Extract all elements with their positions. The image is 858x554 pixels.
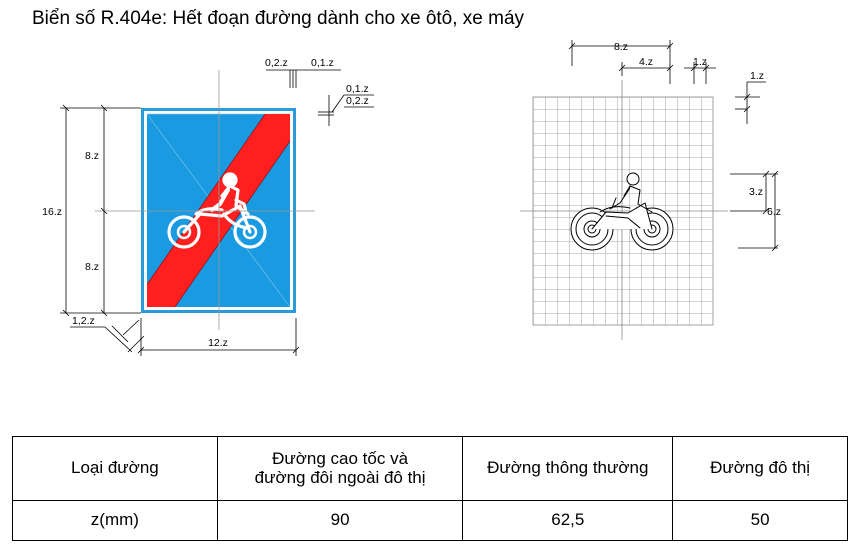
dim-grid-top-mid: 4.z <box>639 56 653 68</box>
dim-height-total: 16.z <box>42 206 62 218</box>
dim-grid-right-small: 1.z <box>750 70 764 82</box>
table-row: z(mm) 90 62,5 50 <box>12 500 848 541</box>
dim-height-lower: 8.z <box>85 261 99 273</box>
dim-gap: 0,1.z <box>311 57 334 69</box>
size-table: Loại đường Đường cao tốc và đường đôi ng… <box>12 436 848 541</box>
row-cell-normal-road: 62,5 <box>462 500 674 541</box>
page-title: Biển số R.404e: Hết đoạn đường dành cho … <box>32 8 525 29</box>
motorcycle-outline-icon <box>570 172 674 251</box>
row-cell-highway: 90 <box>216 500 464 541</box>
dim-border-width: 0,2.z <box>265 57 288 69</box>
header-cell-road-type: Loại đường <box>12 436 218 501</box>
sign-dimension-lines <box>60 69 374 356</box>
grid-dimension-lines <box>568 40 779 252</box>
header-cell-normal-road: Đường thông thường <box>462 436 674 501</box>
dim-width-total: 12.z <box>208 337 228 349</box>
motorcycle-icon <box>167 172 267 249</box>
sign-center-axes <box>95 70 315 330</box>
dim-grid-top-small: 1.z <box>693 56 707 68</box>
header-cell-urban-road: Đường đô thị <box>672 436 848 501</box>
table-header-row: Loại đường Đường cao tốc và đường đôi ng… <box>12 436 848 501</box>
dim-corner-gap: 0,1.z <box>346 83 369 95</box>
dim-stripe-width: 1,2.z <box>72 315 95 327</box>
row-cell-label: z(mm) <box>12 500 218 541</box>
grid-panel <box>520 80 728 340</box>
grid-center-axes <box>520 80 728 340</box>
header-cell-highway: Đường cao tốc và đường đôi ngoài đô thị <box>216 436 464 501</box>
dim-grid-right-big: 6.z <box>767 206 781 218</box>
sign-diagram: 8.z 16.z 8.z 12.z 1,2.z 0,2.z 0,1.z 0,1.… <box>42 40 781 356</box>
dim-height-upper: 8.z <box>85 150 99 162</box>
sign-panel <box>95 70 315 330</box>
dim-corner-border: 0,2.z <box>346 95 369 107</box>
dim-grid-right-mid: 3.z <box>749 186 763 198</box>
dim-grid-top-width: 8.z <box>614 41 628 53</box>
row-cell-urban-road: 50 <box>672 500 848 541</box>
